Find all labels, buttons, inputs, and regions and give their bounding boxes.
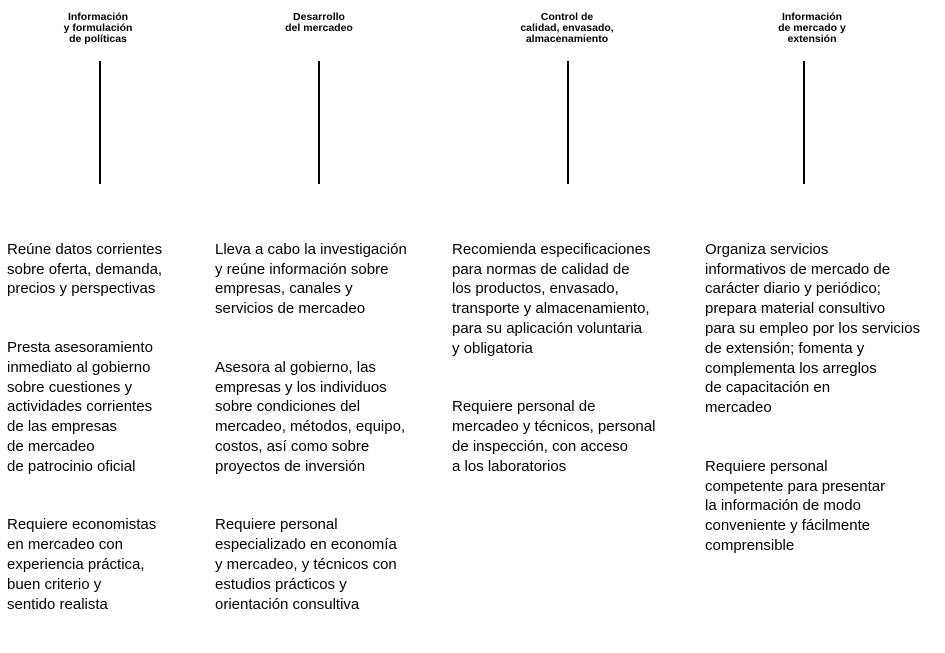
connector-line xyxy=(318,61,320,184)
column-body: Reúne datos corrientes sobre oferta, dem… xyxy=(7,220,207,653)
connector-line xyxy=(99,61,101,184)
column-paragraph: Requiere personal competente para presen… xyxy=(705,457,886,554)
column-paragraph: Asesora al gobierno, las empresas y los … xyxy=(215,358,406,475)
column-paragraph: Presta asesoramiento inmediato al gobier… xyxy=(7,338,153,475)
column-body: Lleva a cabo la investigación y reúne in… xyxy=(215,220,445,653)
column-heading: Desarrollo del mercadeo xyxy=(285,11,353,34)
column-heading: Información y formulación de políticas xyxy=(63,11,133,45)
column-paragraph: Requiere personal de mercadeo y técnicos… xyxy=(452,398,656,475)
column-paragraph: Organiza servicios informativos de merca… xyxy=(705,240,921,417)
column-heading: Control de calidad, envasado, almacenami… xyxy=(520,11,614,45)
column-body: Recomienda especificaciones para normas … xyxy=(452,220,692,515)
connector-line xyxy=(803,61,805,184)
connector-line xyxy=(567,61,569,184)
column-body: Organiza servicios informativos de merca… xyxy=(705,220,945,595)
column-paragraph: Reúne datos corrientes sobre oferta, dem… xyxy=(7,240,163,298)
column-paragraph: Recomienda especificaciones para normas … xyxy=(452,240,651,357)
column-paragraph: Requiere personal especializado en econo… xyxy=(215,516,397,613)
column-paragraph: Requiere economistas en mercadeo con exp… xyxy=(7,516,157,613)
column-heading: Información de mercado y extensión xyxy=(778,11,846,45)
column-paragraph: Lleva a cabo la investigación y reúne in… xyxy=(215,240,407,318)
